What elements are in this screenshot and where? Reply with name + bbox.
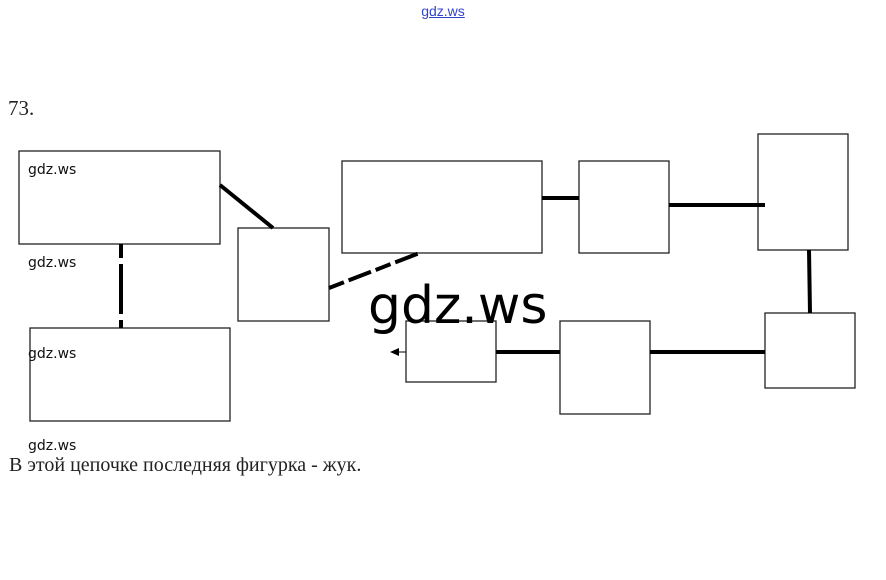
box-1 [18, 150, 221, 245]
box-9 [405, 320, 497, 383]
answer-text: В этой цепочке последняя фигурка - жук. [9, 454, 362, 476]
site-link[interactable]: gdz.ws [421, 3, 465, 19]
watermark: gdz.ws [28, 255, 77, 271]
link-3-4 [328, 250, 423, 290]
watermark: gdz.ws [28, 438, 77, 454]
box-4 [341, 160, 543, 254]
box-7 [764, 312, 856, 389]
watermark: gdz.ws [28, 162, 77, 178]
box-2 [29, 327, 231, 422]
large-watermark: gdz.ws [368, 276, 548, 336]
box-8 [559, 320, 651, 415]
link-6-7 [807, 249, 812, 314]
box-5 [578, 160, 670, 254]
box-3 [237, 227, 330, 322]
exercise-number: 73. [8, 96, 35, 120]
link-1-3 [218, 183, 275, 230]
watermark: gdz.ws [28, 346, 77, 362]
arrow-head-icon [390, 348, 399, 356]
box-6 [757, 133, 849, 251]
